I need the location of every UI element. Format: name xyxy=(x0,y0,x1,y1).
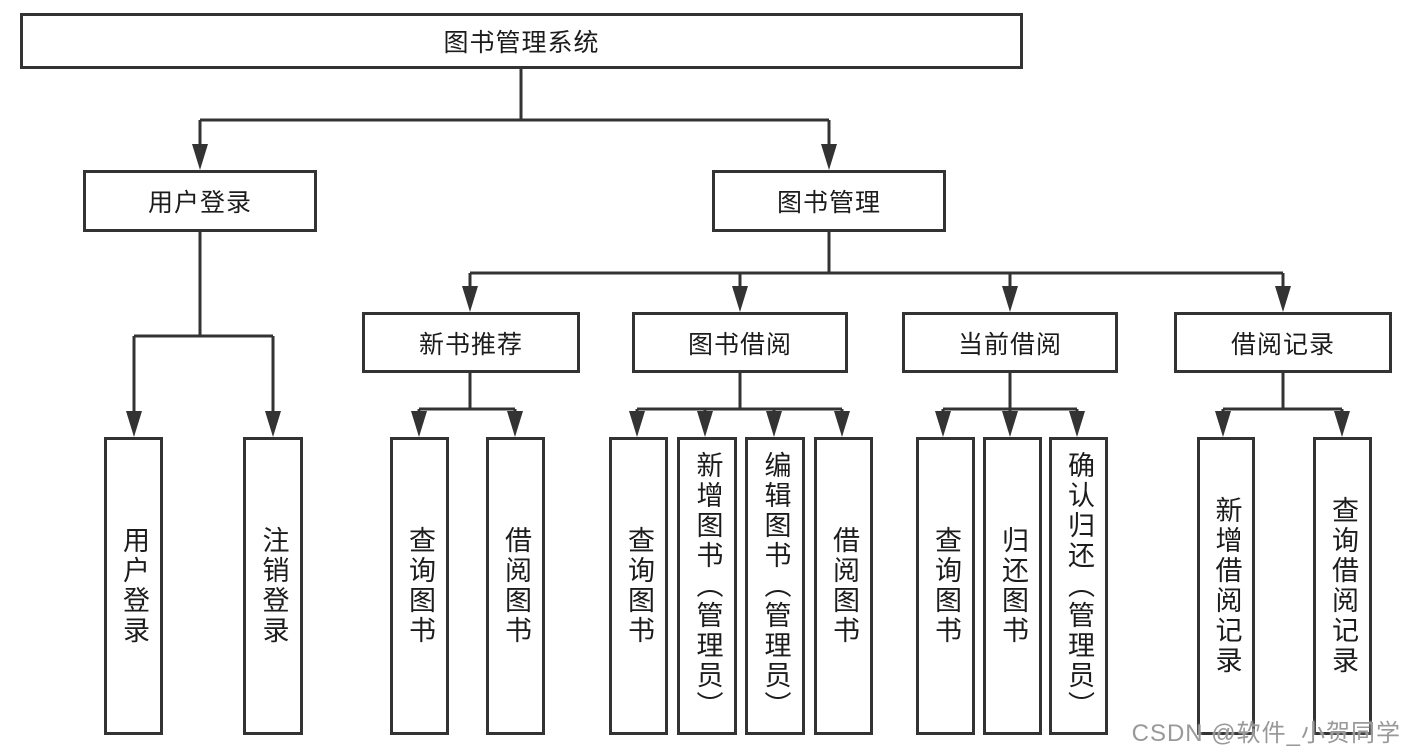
node-book-borrowing: 图书借阅 xyxy=(632,312,848,373)
node-book-management: 图书管理 xyxy=(712,170,946,232)
leaf-borrowing-borrow-books: 借阅图书 xyxy=(814,437,873,735)
watermark: CSDN @软件_小贺同学 xyxy=(1131,720,1401,747)
leaf-records-query-borrow-record: 查询借阅记录 xyxy=(1313,437,1372,735)
node-borrowing-records: 借阅记录 xyxy=(1174,312,1392,373)
leaf-records-add-borrow-record: 新增借阅记录 xyxy=(1197,437,1255,735)
leaf-user-login: 用户登录 xyxy=(104,437,163,735)
leaf-recommend-query-books: 查询图书 xyxy=(390,437,449,735)
leaf-borrowing-add-books-admin: 新增图书（管理员） xyxy=(677,437,737,735)
leaf-borrowing-edit-books-admin: 编辑图书（管理员） xyxy=(745,437,805,735)
leaf-current-confirm-return-admin: 确认归还（管理员） xyxy=(1049,437,1108,735)
node-current-borrowing: 当前借阅 xyxy=(902,312,1118,373)
leaf-recommend-borrow-books: 借阅图书 xyxy=(486,437,545,735)
node-user-login: 用户登录 xyxy=(83,170,317,232)
leaf-logout: 注销登录 xyxy=(243,437,303,735)
leaf-current-query-books: 查询图书 xyxy=(916,437,975,735)
node-new-book-recommendation: 新书推荐 xyxy=(362,312,580,373)
node-library-system: 图书管理系统 xyxy=(20,13,1023,69)
leaf-current-return-books: 归还图书 xyxy=(983,437,1042,735)
leaf-borrowing-query-books: 查询图书 xyxy=(609,437,668,735)
